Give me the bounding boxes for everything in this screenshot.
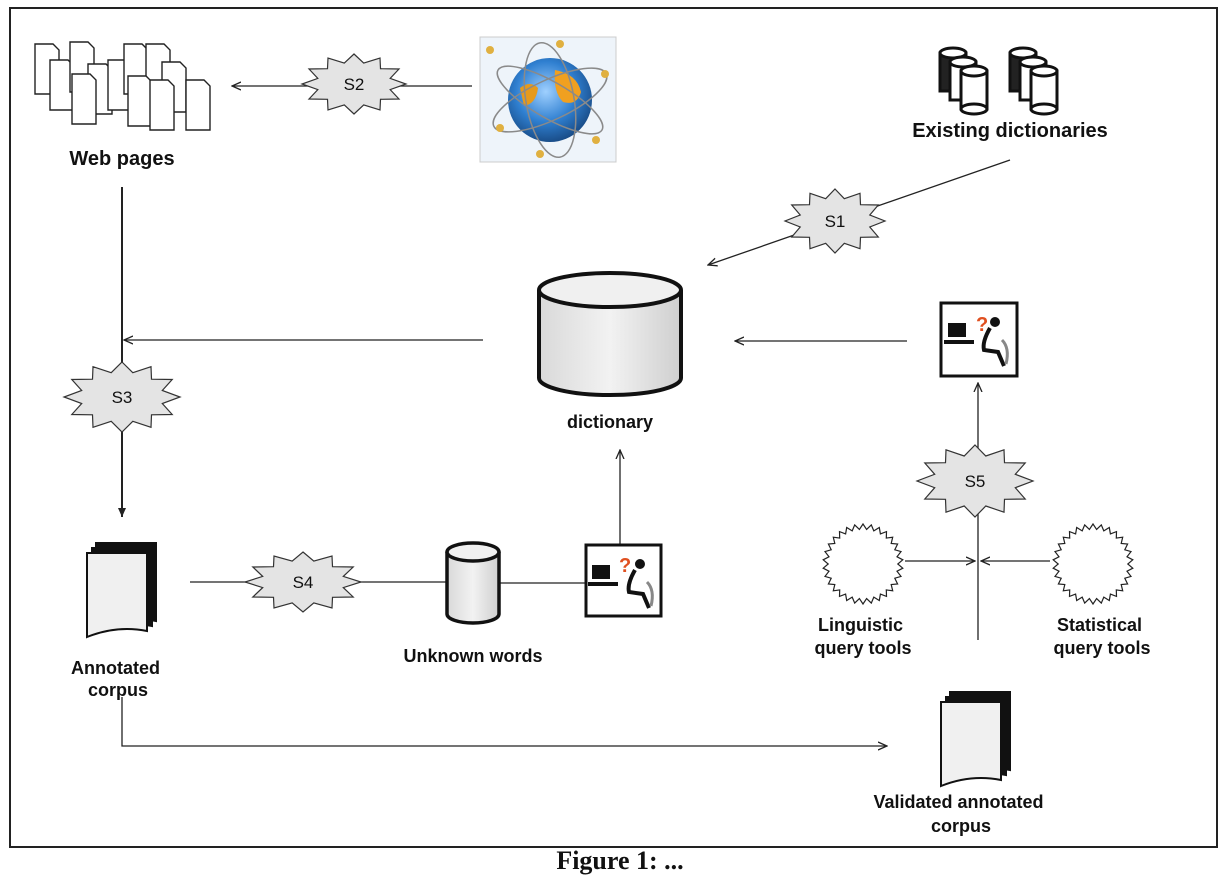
validated-corpus-line-2: corpus	[931, 816, 991, 836]
zigzag-ring	[822, 522, 904, 606]
burst-shape	[783, 188, 887, 254]
validated-corpus-line-1: Validated annotated	[873, 792, 1043, 812]
web-pages-label: Web pages	[69, 148, 174, 170]
document-stack-icon	[940, 691, 1011, 788]
globe-network-icon	[479, 36, 617, 163]
question-mark-icon: ?	[619, 555, 631, 577]
validated-annotated-corpus-label: Validated annotated corpus	[873, 792, 1048, 836]
step-s4-burst: S4	[243, 551, 363, 613]
step-label-s5: S5	[965, 472, 986, 491]
burst-shape	[62, 361, 182, 433]
step-s2-burst: S2	[300, 53, 408, 115]
step-label-s4: S4	[293, 573, 314, 592]
statistical-line-2: query tools	[1053, 638, 1150, 658]
burst-shape	[300, 53, 408, 115]
cylinder-database-icon	[445, 541, 501, 625]
statistical-line-1: Statistical	[1057, 615, 1142, 635]
database-stack-icon	[938, 46, 1059, 116]
web-pages-icon	[34, 41, 211, 131]
annotated-corpus-line-1: Annotated	[71, 658, 160, 678]
statistical-query-tools-label: Statistical query tools	[1053, 615, 1150, 658]
annotated-corpus-label: Annotated corpus	[71, 658, 165, 700]
annotated-corpus-line-2: corpus	[88, 680, 148, 700]
step-s5-burst: S5	[915, 444, 1035, 518]
linguistic-query-tools-label: Linguistic query tools	[814, 615, 911, 658]
diagram-frame	[9, 7, 1218, 848]
step-label-s3: S3	[112, 388, 133, 407]
step-label-s1: S1	[825, 212, 846, 231]
linguistic-line-1: Linguistic	[818, 615, 903, 635]
zigzag-ring	[1052, 522, 1134, 606]
step-s3-burst: S3	[62, 361, 182, 433]
person-at-computer-icon: ?	[584, 543, 663, 618]
step-s1-burst: S1	[783, 188, 887, 254]
burst-shape	[915, 444, 1035, 518]
document-stack-icon	[86, 542, 157, 639]
question-mark-icon: ?	[976, 314, 988, 336]
connectors	[118, 86, 1050, 746]
person-at-computer-icon: ?	[939, 301, 1019, 378]
existing-dictionaries-label: Existing dictionaries	[912, 120, 1108, 142]
statistical-query-tools-icon	[1052, 522, 1134, 606]
cylinder-database-icon	[537, 271, 683, 397]
linguistic-line-2: query tools	[814, 638, 911, 658]
step-label-s2: S2	[344, 75, 365, 94]
unknown-words-label: Unknown words	[404, 646, 543, 666]
figure-caption: Figure 1: ...	[556, 846, 684, 875]
burst-shape	[243, 551, 363, 613]
arrow-corpus-to-validated	[121, 697, 887, 746]
linguistic-query-tools-icon	[822, 522, 904, 606]
dictionary-label: dictionary	[567, 412, 653, 432]
